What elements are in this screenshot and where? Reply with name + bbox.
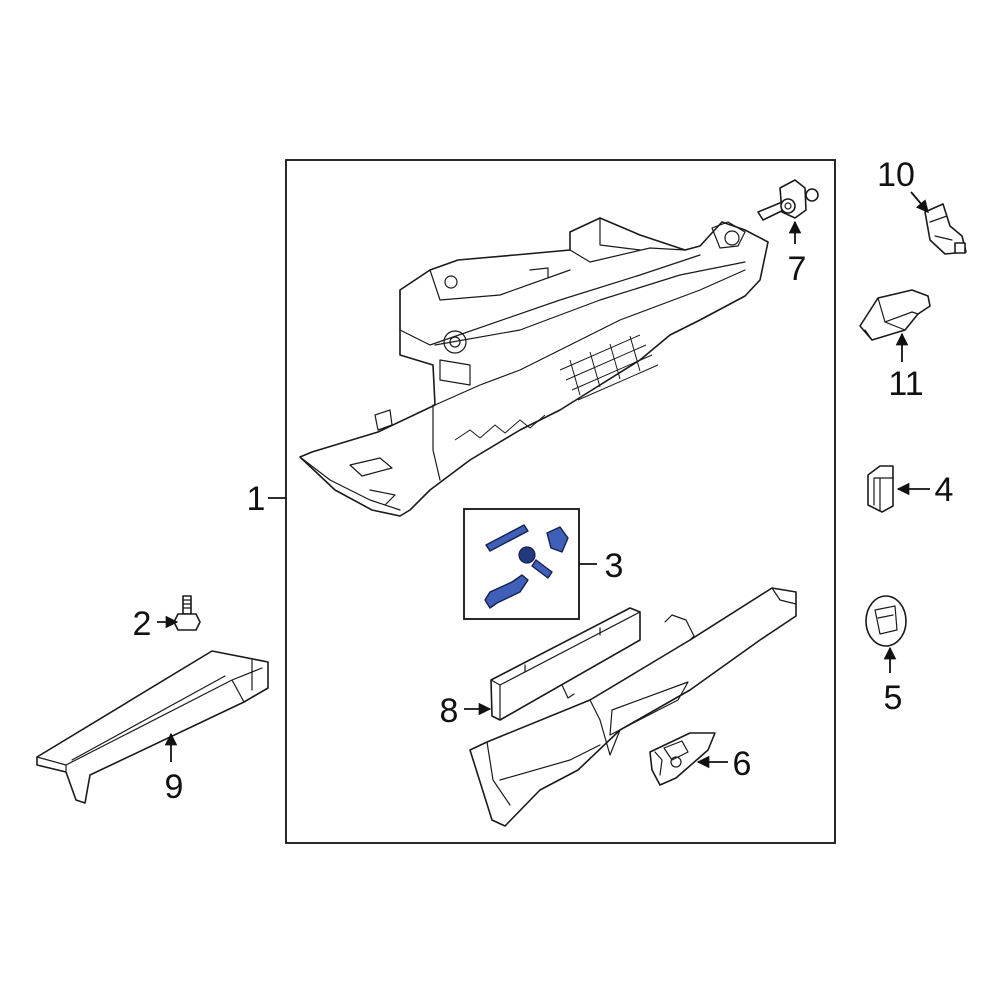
callout-9: 9 bbox=[165, 768, 184, 806]
part-1-glove-box-housing[interactable] bbox=[299, 217, 769, 517]
callout-1: 1 bbox=[247, 480, 266, 518]
glove-box-door[interactable] bbox=[469, 587, 797, 827]
assembly-frame bbox=[285, 159, 836, 844]
callout-4: 4 bbox=[935, 471, 954, 509]
part-7-damper[interactable] bbox=[757, 179, 819, 221]
callout-2: 2 bbox=[133, 605, 152, 643]
part-9-trim-panel[interactable] bbox=[36, 650, 269, 804]
callout-3: 3 bbox=[605, 547, 624, 585]
part-5-lock[interactable] bbox=[865, 595, 907, 647]
callout-11: 11 bbox=[888, 365, 923, 403]
callout-5: 5 bbox=[884, 679, 903, 717]
leader-10 bbox=[910, 191, 929, 213]
part-6-latch[interactable] bbox=[649, 732, 716, 786]
part-4-clip[interactable] bbox=[867, 465, 894, 513]
part-8-liner-panel[interactable] bbox=[490, 607, 641, 721]
callout-7: 7 bbox=[788, 250, 807, 288]
part-2-bolt[interactable] bbox=[173, 595, 201, 631]
callout-8: 8 bbox=[440, 692, 459, 730]
callout-6: 6 bbox=[733, 745, 752, 783]
leader-lines bbox=[157, 191, 930, 769]
part-3-hardware-kit[interactable] bbox=[484, 524, 569, 609]
callout-labels: 1 2 3 4 5 6 7 8 9 10 11 bbox=[133, 156, 954, 806]
part-3-kit-frame bbox=[463, 508, 580, 620]
part-10-bracket[interactable] bbox=[924, 203, 967, 255]
part-11-striker[interactable] bbox=[859, 289, 931, 341]
callout-10: 10 bbox=[877, 156, 915, 194]
